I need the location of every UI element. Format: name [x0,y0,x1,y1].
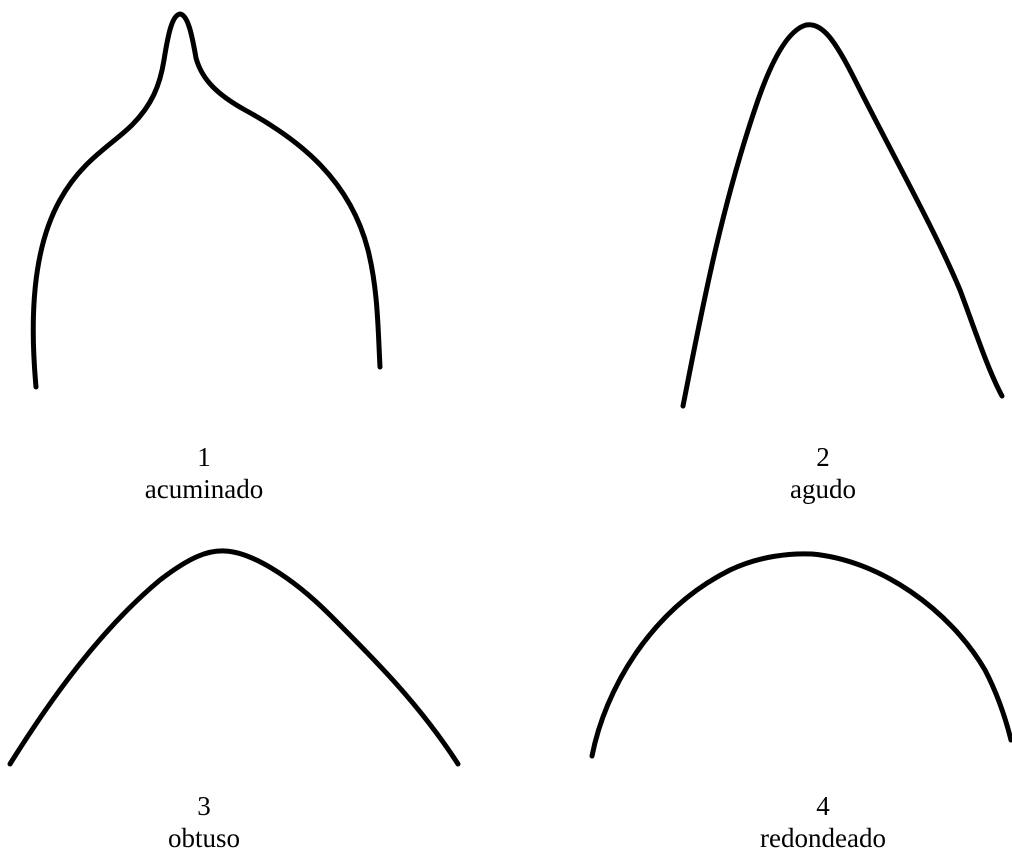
figure-number: 4 [816,791,830,821]
figure-number: 1 [197,442,211,472]
rounded-apex-outline [589,551,1012,759]
figure-caption-acuminado: 1 acuminado [94,441,314,505]
figure-caption-agudo: 2 agudo [713,441,933,505]
acute-apex-outline [680,22,1005,409]
figure-label: obtuso [167,823,240,853]
figure-caption-obtuso: 3 obtuso [94,790,314,854]
figure-number: 2 [816,442,830,472]
figure-label: agudo [790,474,856,504]
figure-label: acuminado [144,474,264,504]
figure-number: 3 [197,791,211,821]
figure-caption-redondeado: 4 redondeado [713,790,933,854]
figure-label: redondeado [760,823,886,853]
obtuse-apex-outline [7,548,461,767]
acuminate-apex-outline [30,11,383,390]
